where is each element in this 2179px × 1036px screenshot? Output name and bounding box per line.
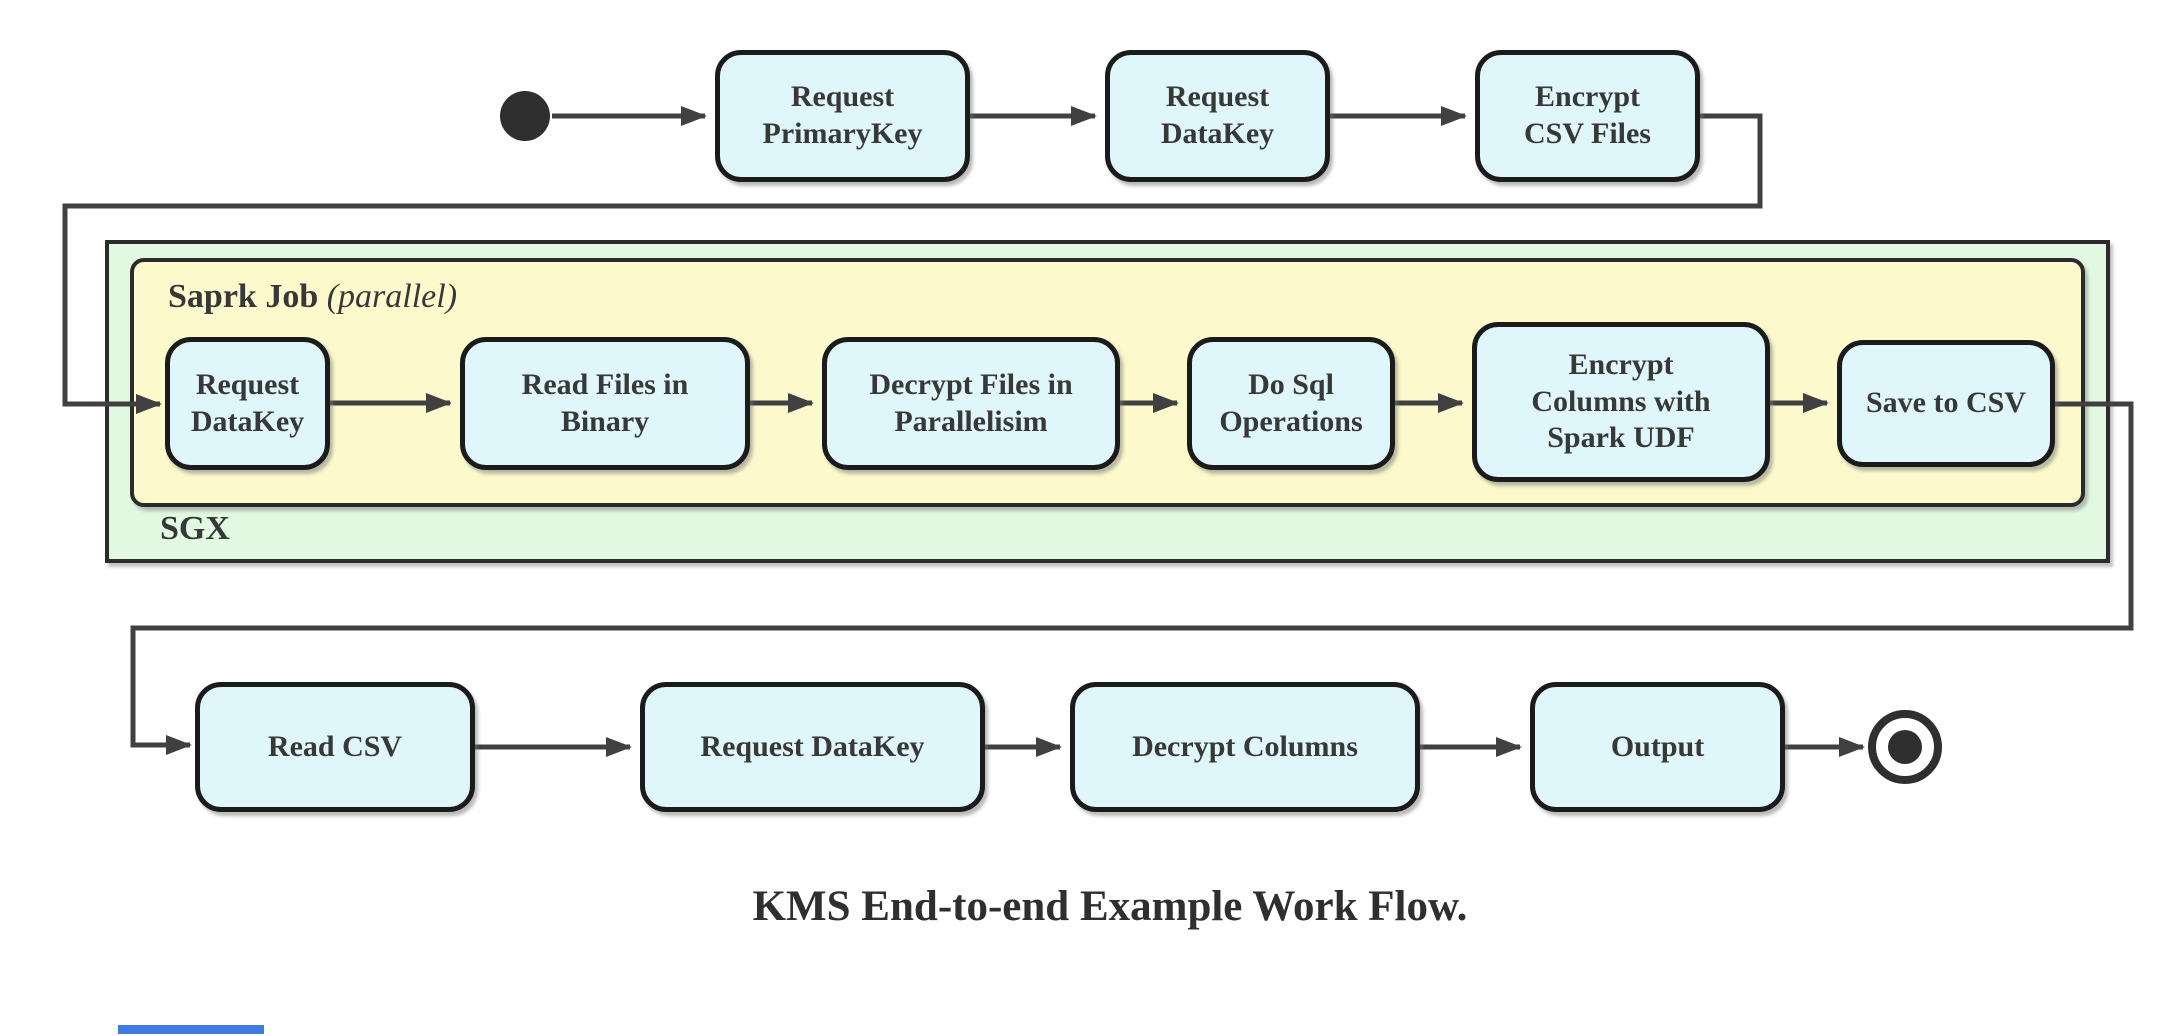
node-request-datakey-top: Request DataKey xyxy=(1105,50,1330,182)
flow-arrow xyxy=(62,113,1763,414)
node-decrypt-files-in-parallelisim: Decrypt Files in Parallelisim xyxy=(822,337,1120,470)
node-read-files-in-binary: Read Files in Binary xyxy=(460,337,750,470)
node-save-to-csv: Save to CSV xyxy=(1837,340,2055,467)
node-output: Output xyxy=(1530,682,1785,812)
node-encrypt-columns-with-spark-udf: Encrypt Columns with Spark UDF xyxy=(1472,322,1770,482)
node-do-sql-operations: Do Sql Operations xyxy=(1187,337,1395,470)
node-request-primarykey: Request PrimaryKey xyxy=(715,50,970,182)
spark-job-label: Saprk Job (parallel) xyxy=(168,278,457,316)
end-node xyxy=(1888,730,1922,764)
node-request-datakey-bottom: Request DataKey xyxy=(640,682,985,812)
node-request-datakey-spark: Request DataKey xyxy=(165,337,330,470)
accent-bar xyxy=(118,1025,264,1034)
node-read-csv: Read CSV xyxy=(195,682,475,812)
node-decrypt-columns: Decrypt Columns xyxy=(1070,682,1420,812)
spark-job-label-text: Saprk Job xyxy=(168,278,319,315)
node-encrypt-csv-files: Encrypt CSV Files xyxy=(1475,50,1700,182)
sgx-label-text: SGX xyxy=(160,510,230,547)
diagram-caption: KMS End-to-end Example Work Flow. xyxy=(752,883,1468,930)
end-node-ring xyxy=(1868,710,1942,784)
sgx-label: SGX xyxy=(160,510,230,548)
flow-arrow xyxy=(130,401,2134,755)
parallel-qualifier-label: (parallel) xyxy=(326,278,458,315)
start-node xyxy=(500,91,550,141)
